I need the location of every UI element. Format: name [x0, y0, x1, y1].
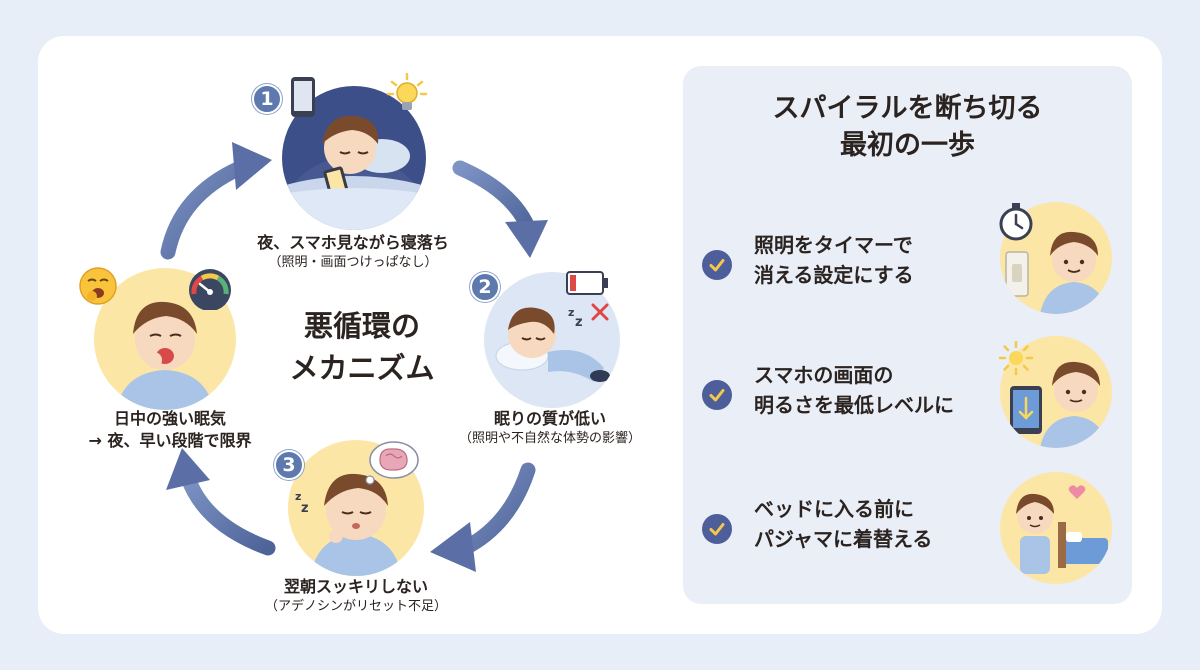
timer-icon — [999, 203, 1033, 241]
panel-title-line1: スパイラルを断ち切る — [772, 93, 1043, 124]
cycle-title-line1: 悪循環の — [303, 309, 420, 343]
bed-icon — [1060, 540, 1062, 542]
step-3-title: 翌朝スッキリしない — [283, 577, 428, 596]
step-4-illustration — [94, 268, 236, 410]
step-number-3: 3 — [274, 450, 304, 480]
pajama-bed-illustration — [1000, 472, 1112, 584]
cycle-center-title: 悪循環の メカニズム — [262, 305, 462, 389]
step-3-subtitle: （アデノシンがリセット不足） — [264, 598, 447, 614]
step-number-2: 2 — [470, 272, 500, 302]
step-4-subtitle: → 夜、早い段階で限界 — [88, 430, 252, 450]
gauge-icon — [189, 269, 231, 310]
step-3-caption: 翌朝スッキリしない （アデノシンがリセット不足） — [236, 576, 476, 615]
svg-text:z: z — [575, 315, 583, 328]
light-switch-icon — [1004, 250, 1006, 252]
first-step-1-line2: 消える設定にする — [754, 263, 914, 287]
check-icon — [702, 250, 732, 280]
step-2-caption: 眠りの質が低い （照明や不自然な体勢の影響） — [440, 408, 660, 447]
first-step-item-1: 照明をタイマーで 消える設定にする — [702, 212, 1122, 322]
first-step-2-line1: スマホの画面の — [754, 363, 894, 387]
zzz-icon: z z — [295, 490, 309, 516]
first-step-2-text: スマホの画面の 明るさを最低レベルに — [754, 360, 954, 420]
zzz-icon: z z — [568, 306, 583, 328]
heart-icon — [1068, 485, 1086, 499]
check-icon — [702, 514, 732, 544]
lightbulb-icon — [386, 72, 428, 110]
cycle-title-line2: メカニズム — [289, 351, 435, 386]
panel-title: スパイラルを断ち切る 最初の一歩 — [683, 90, 1132, 165]
step-4-title: 日中の強い眠気 — [113, 409, 226, 428]
step-1-subtitle: （照明・画面つけっぱなし） — [268, 254, 438, 270]
first-step-item-2: スマホの画面の 明るさを最低レベルに — [702, 342, 1122, 452]
sun-icon — [998, 340, 1034, 376]
step-4-caption: 日中の強い眠気 → 夜、早い段階で限界 — [70, 408, 270, 451]
svg-text:z: z — [295, 490, 301, 503]
yawn-emoji-icon — [79, 267, 117, 305]
first-step-item-3: ベッドに入る前に パジャマに着替える — [702, 476, 1122, 586]
arrow-to-step-2 — [452, 160, 548, 258]
brain-thought-icon — [365, 441, 419, 485]
arrow-to-step-1 — [160, 142, 272, 260]
first-step-2-line2: 明るさを最低レベルに — [754, 393, 954, 417]
svg-text:z: z — [301, 501, 309, 516]
phone-icon — [291, 77, 315, 117]
first-step-3-line2: パジャマに着替える — [754, 527, 933, 551]
battery-low-icon — [566, 271, 608, 295]
arrow-to-step-4 — [166, 448, 276, 556]
step-2-title: 眠りの質が低い — [493, 409, 606, 428]
step-number-1: 1 — [252, 84, 282, 114]
step-2-subtitle: （照明や不自然な体勢の影響） — [458, 430, 641, 446]
arrow-to-step-3 — [430, 462, 536, 572]
check-icon — [702, 380, 732, 410]
first-step-1-text: 照明をタイマーで 消える設定にする — [754, 230, 914, 290]
step-1-title: 夜、スマホ見ながら寝落ち — [257, 233, 449, 252]
first-step-1-line1: 照明をタイマーで — [754, 233, 913, 257]
first-step-3-line1: ベッドに入る前に — [754, 497, 914, 521]
panel-title-line2: 最初の一歩 — [840, 130, 975, 162]
first-step-3-text: ベッドに入る前に パジャマに着替える — [754, 494, 932, 554]
tablet-icon — [1010, 388, 1012, 390]
svg-text:z: z — [568, 306, 574, 319]
step-1-caption: 夜、スマホ見ながら寝落ち （照明・画面つけっぱなし） — [228, 232, 478, 271]
x-mark-icon — [591, 303, 609, 321]
